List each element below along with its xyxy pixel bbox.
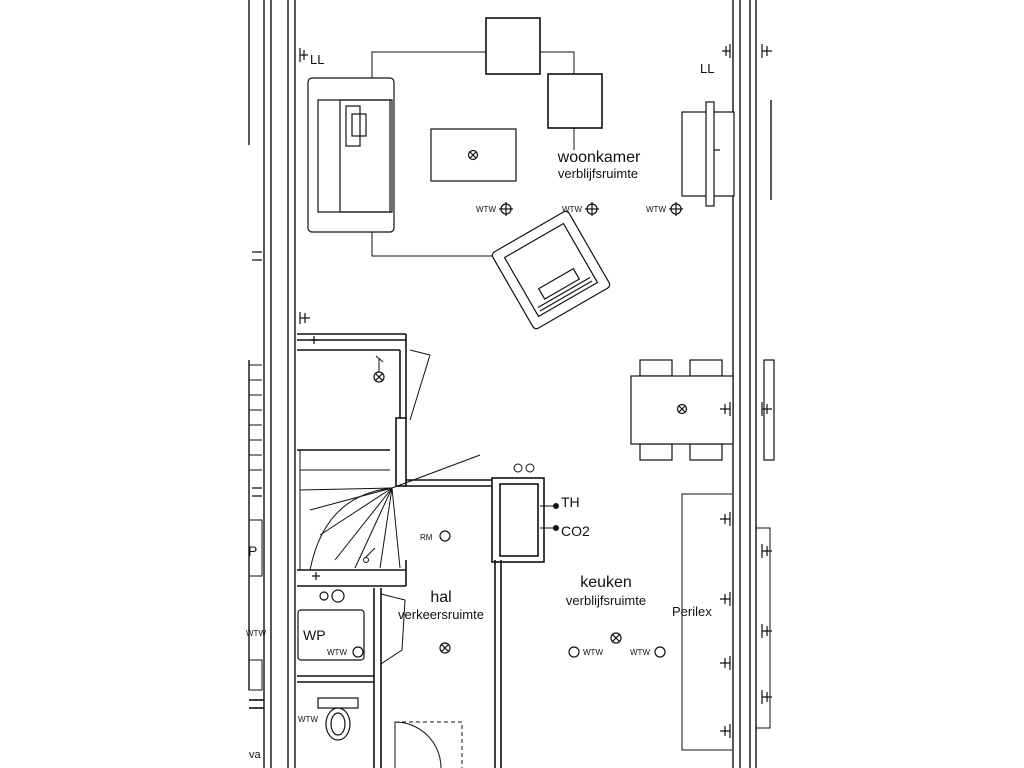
staircase	[299, 349, 481, 571]
neighbour-stairs	[248, 364, 263, 691]
wtw-label-8: WTW	[246, 629, 266, 638]
room-type-hal: verkeersruimte	[398, 607, 484, 622]
co2-label: CO2	[561, 523, 590, 539]
wtw-label-7: WTW	[298, 715, 318, 724]
wtw-label-4: WTW	[583, 648, 603, 657]
toilet	[317, 697, 359, 741]
room-type-keuken: verblijfsruimte	[566, 593, 646, 608]
va-label: va	[249, 749, 262, 761]
wp-unit	[297, 589, 365, 661]
wtw-label-6: WTW	[327, 648, 347, 657]
p-label: P	[248, 543, 257, 559]
ll-label-left: LL	[310, 52, 324, 67]
thermostat-sensors	[513, 463, 559, 531]
lounge-chair	[491, 210, 611, 330]
wtw-label-2: WTW	[562, 205, 582, 214]
wtw-label-3: WTW	[646, 205, 666, 214]
ll-label-right: LL	[700, 61, 714, 76]
th-label: TH	[561, 494, 580, 510]
wtw-label-5: WTW	[630, 648, 650, 657]
wtw-label-1: WTW	[476, 205, 496, 214]
room-name-woonkamer: woonkamer	[557, 149, 641, 166]
room-name-hal: hal	[430, 589, 451, 606]
armchairs	[485, 17, 603, 129]
ceiling-lights	[352, 371, 666, 658]
wall-sockets	[252, 44, 772, 738]
dining-table	[630, 359, 775, 461]
switches	[363, 355, 384, 563]
left-wall	[248, 0, 296, 768]
rm-label: RM	[420, 533, 433, 542]
room-type-woonkamer: verblijfsruimte	[558, 166, 638, 181]
coffee-table	[430, 128, 517, 182]
wp-label: WP	[303, 627, 326, 643]
interior-walls	[249, 333, 545, 768]
sofa	[307, 77, 395, 233]
cabinet-right	[681, 101, 735, 207]
rug-outline	[371, 51, 575, 257]
wtw-vents	[499, 202, 683, 216]
room-name-keuken: keuken	[580, 574, 632, 591]
kitchen-counter	[681, 493, 771, 751]
hall-door	[380, 593, 463, 768]
perilex-label: Perilex	[672, 604, 712, 619]
